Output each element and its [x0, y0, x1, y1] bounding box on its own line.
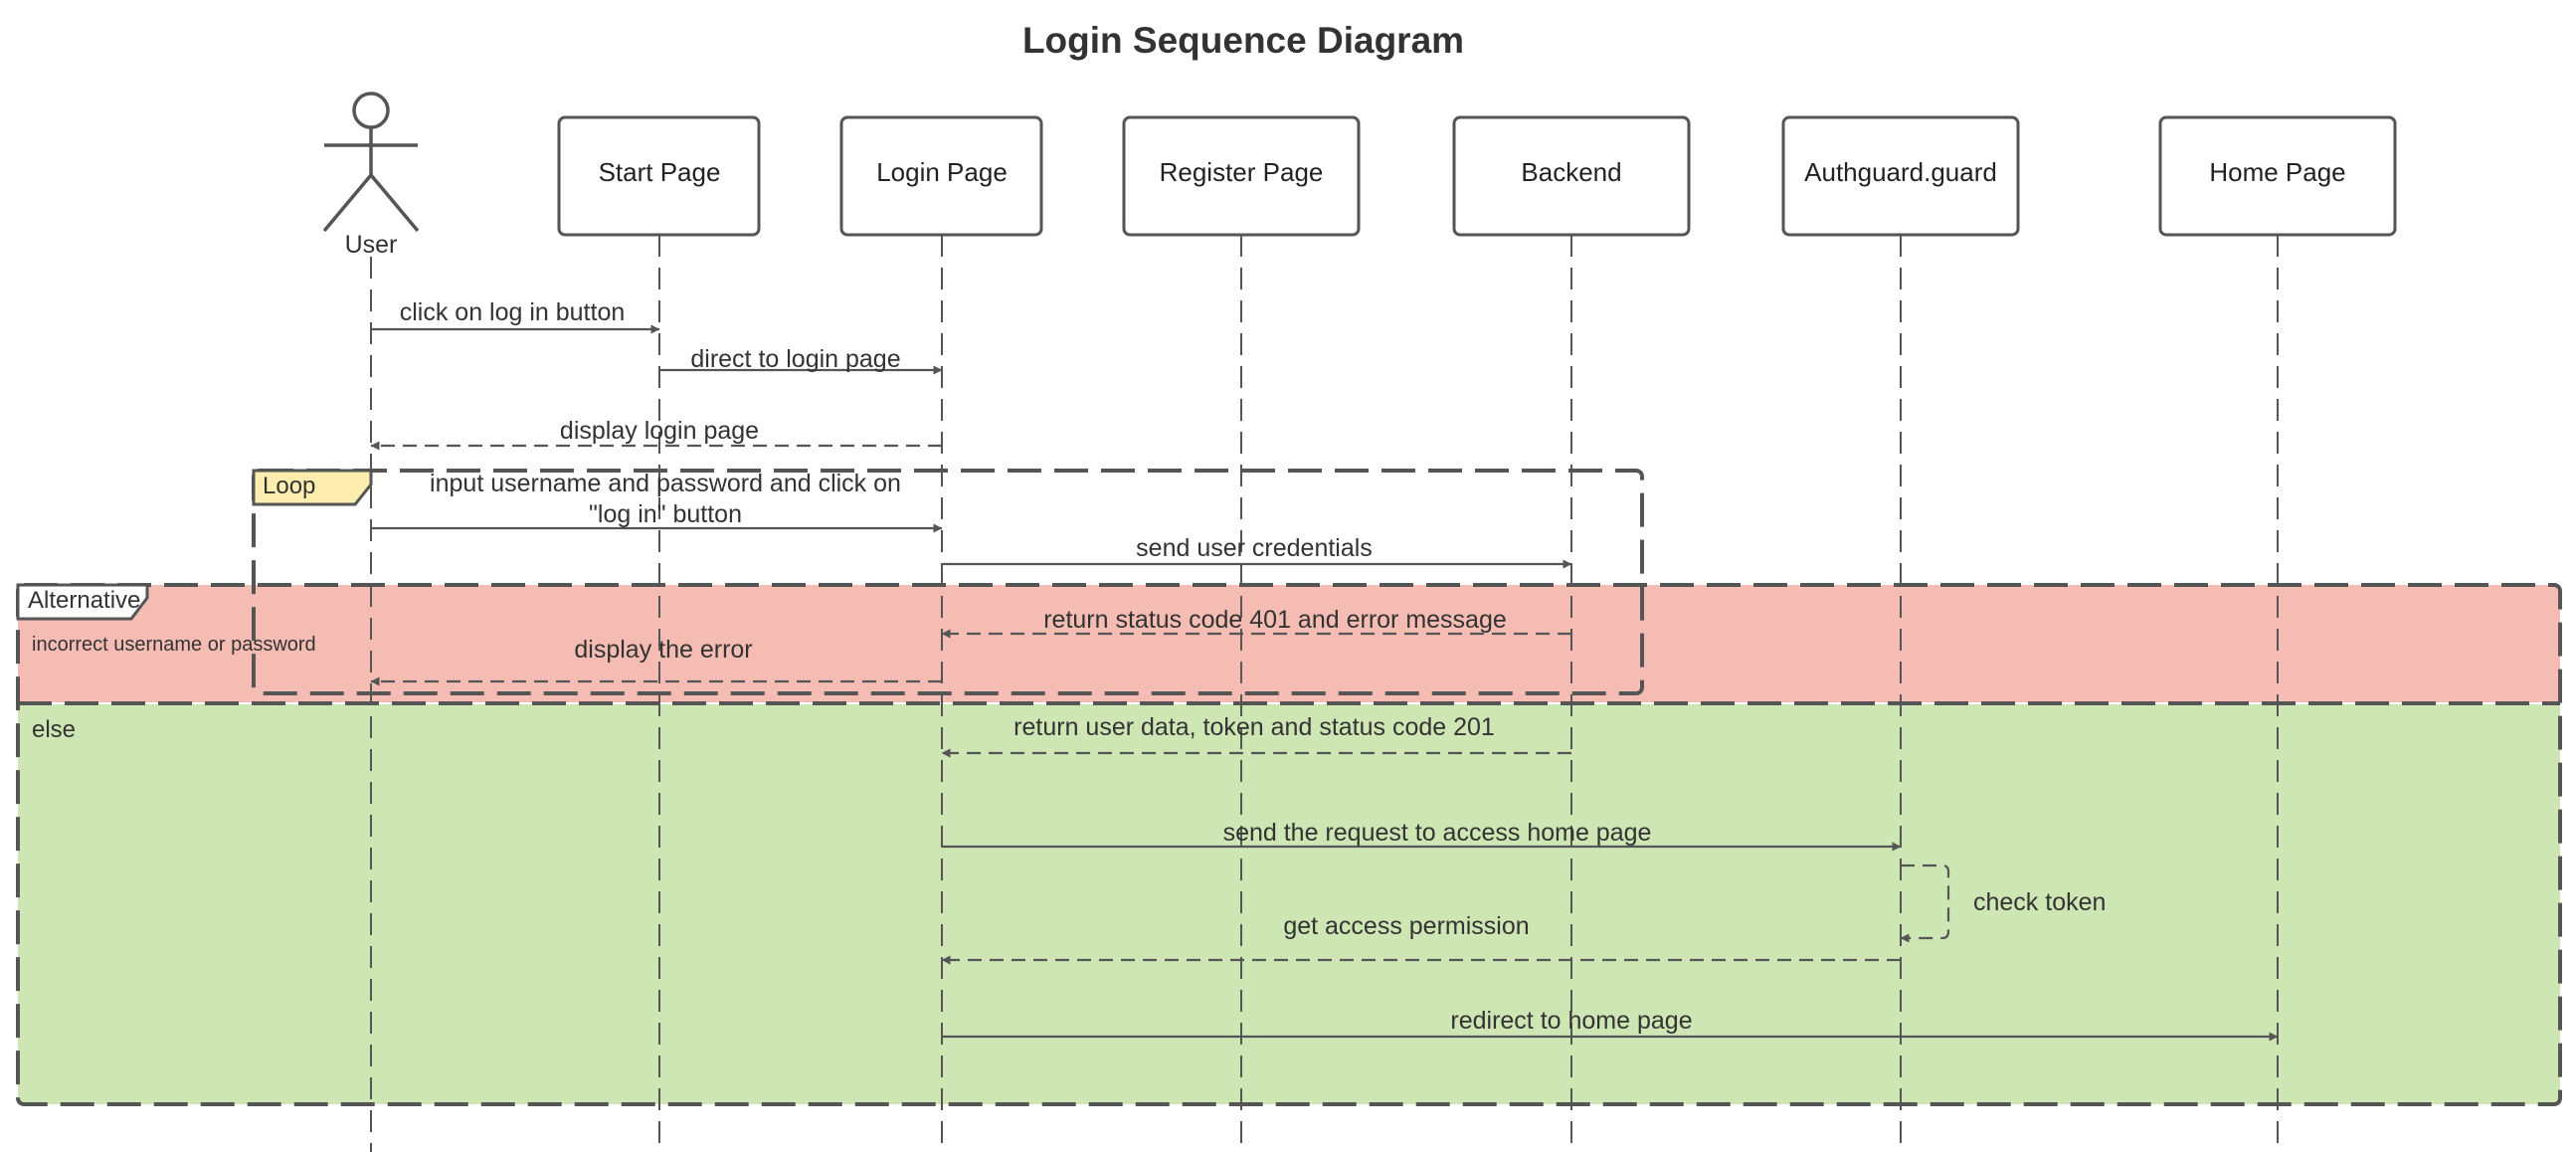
participant-box [1452, 115, 1691, 237]
loop-label: Loop [263, 473, 315, 499]
message-label: display login page [560, 417, 759, 445]
else-label: else [32, 716, 76, 743]
message-label: display the error [574, 636, 752, 664]
message-labels: click on log in button direct to login p… [400, 298, 2107, 1035]
message-label: get access permission [1283, 912, 1529, 940]
participant-start-page[interactable]: Start Page [557, 115, 761, 237]
message-label: send the request to access home page [1223, 819, 1652, 847]
participant-box [2158, 115, 2397, 237]
participant-label: Register Page [1160, 157, 1324, 187]
alternative-label: Alternative [28, 587, 140, 614]
participant-label: Start Page [599, 157, 721, 187]
alternative-tab: Alternative incorrect username or passwo… [16, 583, 316, 743]
alternative-frame [16, 583, 2562, 1106]
message-label: return user data, token and status code … [1013, 713, 1495, 741]
alternative-tab-shape [16, 583, 149, 621]
participant-register-page[interactable]: Register Page [1122, 115, 1361, 237]
participant-box [557, 115, 761, 237]
participant-label: Backend [1521, 157, 1621, 187]
message-label: return status code 401 and error message [1043, 606, 1507, 634]
participants: User Start Page Login Page Register Page… [322, 92, 2397, 259]
diagram-title: Login Sequence Diagram [1022, 20, 1464, 61]
participant-label: Login Page [876, 157, 1008, 187]
loop-frame [252, 469, 1644, 695]
message-label: check token [1973, 888, 2106, 916]
actor-head [352, 92, 390, 129]
actor-left-leg [322, 173, 373, 233]
alternative-else-region [18, 704, 2560, 1104]
alternative-condition: incorrect username or password [32, 634, 316, 656]
participant-box [1781, 115, 2020, 237]
loop-tab: Loop [252, 469, 373, 506]
self-message-arrow [1900, 864, 1950, 943]
fragment-frames [16, 469, 2562, 1106]
message-label: redirect to home page [1450, 1007, 1692, 1035]
participant-login-page[interactable]: Login Page [839, 115, 1043, 237]
message-label: send user credentials [1136, 534, 1373, 562]
participant-backend[interactable]: Backend [1452, 115, 1691, 237]
alternative-incorrect-region [18, 585, 2560, 702]
participant-box [1122, 115, 1361, 237]
participant-home-page[interactable]: Home Page [2158, 115, 2397, 237]
message-label: click on log in button [400, 298, 626, 326]
message-label: direct to login page [690, 345, 900, 373]
participant-label: Home Page [2209, 157, 2345, 187]
actor-right-leg [369, 173, 420, 233]
participant-label: Authguard.guard [1804, 157, 1997, 187]
participant-box [839, 115, 1043, 237]
message-label: "log in" button [589, 500, 742, 528]
messages [370, 324, 2279, 1042]
actor-user[interactable] [322, 92, 420, 233]
message-label: input username and password and click on [430, 470, 901, 497]
actor-user-label: User [345, 231, 398, 259]
participant-authguard[interactable]: Authguard.guard [1781, 115, 2020, 237]
loop-tab-shape [252, 469, 373, 506]
